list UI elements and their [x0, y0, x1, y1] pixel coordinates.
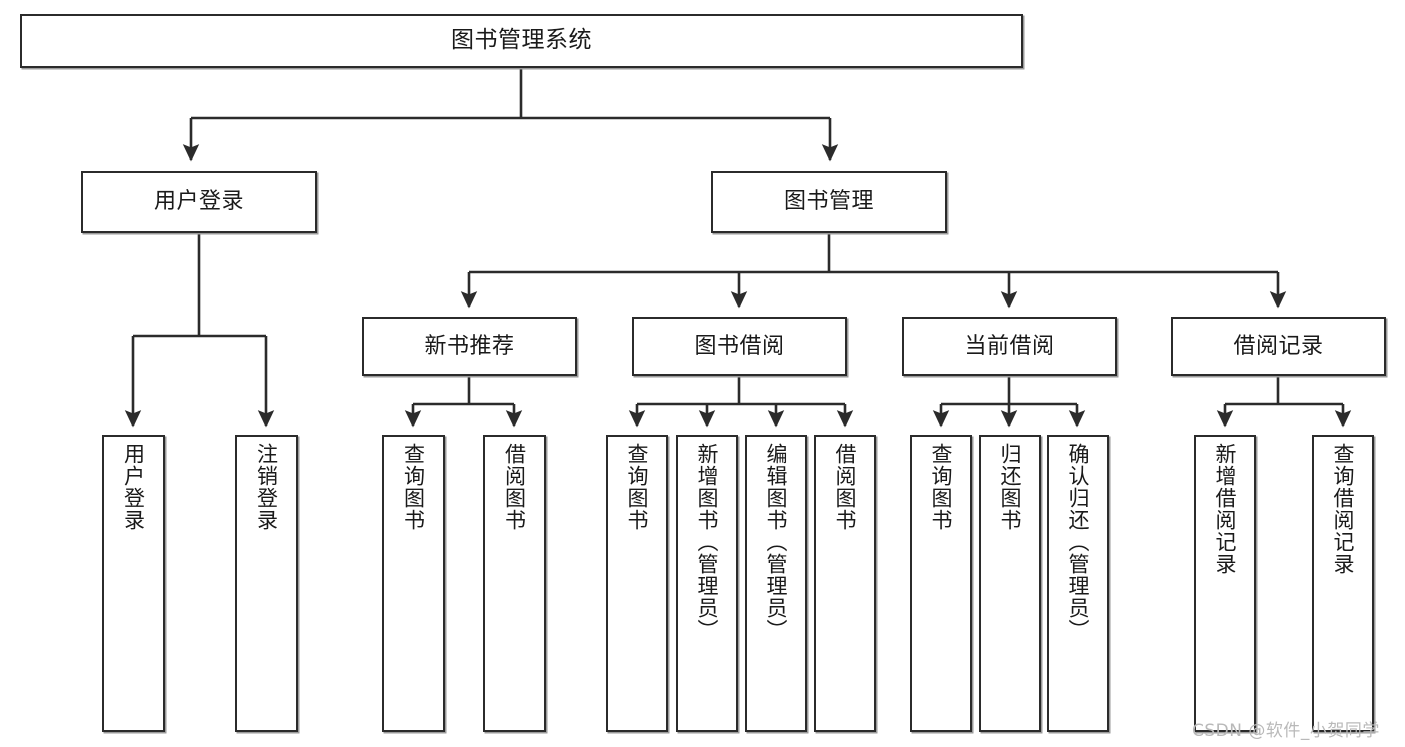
leaf-confirm-return[interactable]: 确认归还（管理员）	[1047, 435, 1109, 732]
node-label: 查询图书	[625, 443, 650, 531]
leaf-add-book[interactable]: 新增图书（管理员）	[676, 435, 738, 732]
node-label: 图书管理系统	[451, 27, 592, 54]
node-label: 当前借阅	[964, 333, 1055, 359]
leaf-edit-book[interactable]: 编辑图书（管理员）	[745, 435, 807, 732]
node-label: 编辑图书（管理员）	[764, 443, 789, 641]
node-root-system[interactable]: 图书管理系统	[20, 14, 1023, 68]
leaf-borrow-book-recommend[interactable]: 借阅图书	[483, 435, 546, 732]
leaf-query-book-recommend[interactable]: 查询图书	[382, 435, 445, 732]
node-label: 查询借阅记录	[1331, 443, 1356, 575]
node-user-login[interactable]: 用户登录	[81, 171, 317, 233]
node-label: 图书借阅	[694, 333, 785, 359]
node-book-borrow[interactable]: 图书借阅	[632, 317, 847, 376]
node-label: 注销登录	[254, 443, 279, 531]
node-label: 查询图书	[929, 443, 954, 531]
node-label: 图书管理	[783, 189, 874, 215]
node-label: 借阅图书	[833, 443, 858, 531]
node-book-manage[interactable]: 图书管理	[711, 171, 947, 233]
node-label: 查询图书	[401, 443, 426, 531]
leaf-query-book-current[interactable]: 查询图书	[910, 435, 972, 732]
node-label: 借阅图书	[502, 443, 527, 531]
node-current-borrow[interactable]: 当前借阅	[902, 317, 1117, 376]
leaf-query-book-borrow[interactable]: 查询图书	[606, 435, 668, 732]
node-new-book-recommend[interactable]: 新书推荐	[362, 317, 577, 376]
leaf-return-book[interactable]: 归还图书	[979, 435, 1041, 732]
leaf-logout-login[interactable]: 注销登录	[235, 435, 298, 732]
node-label: 用户登录	[153, 189, 244, 215]
node-label: 新增借阅记录	[1213, 443, 1238, 575]
leaf-user-login[interactable]: 用户登录	[102, 435, 165, 732]
node-label: 归还图书	[998, 443, 1023, 531]
node-label: 确认归还（管理员）	[1066, 443, 1091, 641]
leaf-borrow-book[interactable]: 借阅图书	[814, 435, 876, 732]
node-label: 借阅记录	[1233, 333, 1324, 359]
node-label: 新书推荐	[424, 333, 515, 359]
node-label: 新增图书（管理员）	[695, 443, 720, 641]
leaf-add-borrow-record[interactable]: 新增借阅记录	[1194, 435, 1256, 732]
node-label: 用户登录	[121, 443, 146, 531]
node-borrow-record[interactable]: 借阅记录	[1171, 317, 1386, 376]
csdn-watermark: CSDN @软件_小贺同学	[1192, 721, 1380, 741]
leaf-query-borrow-record[interactable]: 查询借阅记录	[1312, 435, 1374, 732]
